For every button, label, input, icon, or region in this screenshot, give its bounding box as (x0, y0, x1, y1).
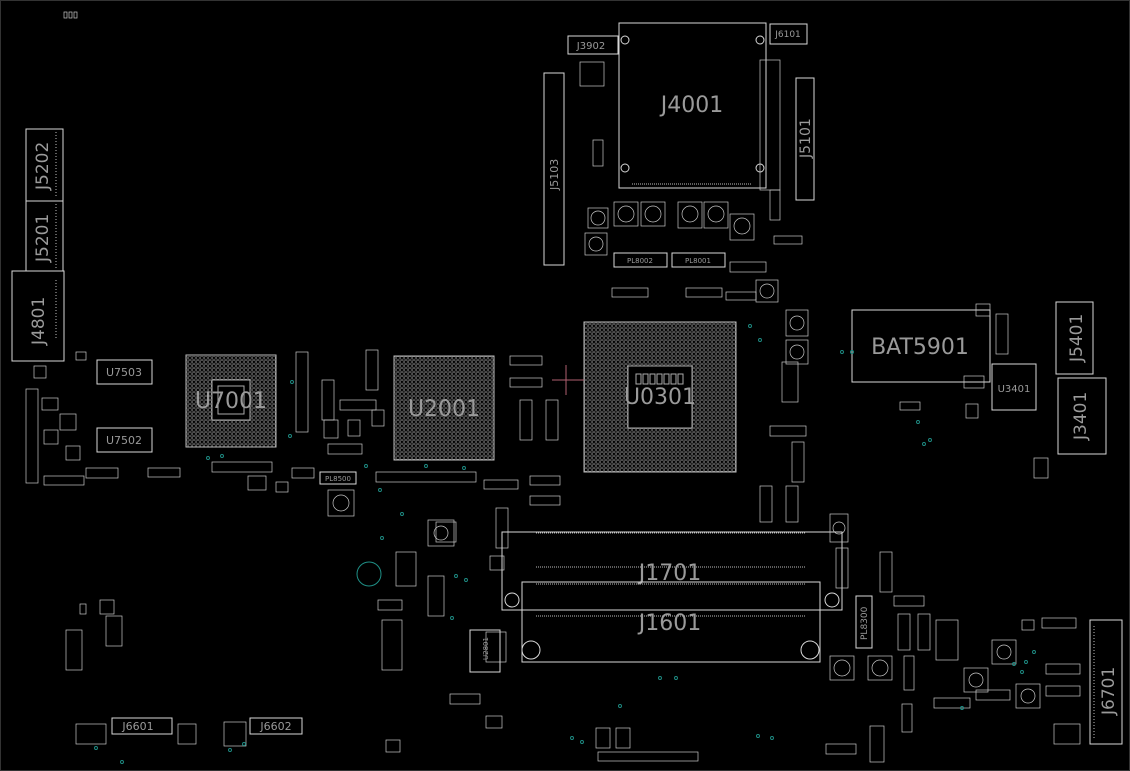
label-j5401: J5401 (1067, 314, 1087, 363)
connector-j3401[interactable]: J3401 (1057, 377, 1107, 455)
corner-marker (63, 11, 78, 19)
chip-u2801[interactable]: U2801 (469, 629, 501, 673)
label-u7503: U7503 (106, 366, 142, 379)
dimm-slot-j1701[interactable]: J1701 (501, 531, 843, 611)
label-u2801: U2801 (482, 637, 490, 660)
chip-u7001[interactable]: U7001 (185, 354, 277, 448)
battery-bat5901[interactable]: BAT5901 (851, 303, 991, 389)
connector-j5202[interactable]: J5202 (25, 128, 64, 202)
connector-j4801[interactable]: J4801 (11, 270, 65, 362)
label-j6701: J6701 (1099, 667, 1119, 716)
inductor-pl8300[interactable]: PL8300 (855, 595, 873, 649)
label-j5101: J5101 (798, 118, 814, 159)
label-j6601: J6601 (121, 720, 153, 733)
parts-cluster-top (579, 59, 803, 303)
connector-j6101[interactable]: J6101 (769, 23, 808, 45)
inductor-pl8500[interactable]: PL8500 (319, 471, 357, 485)
label-u3401: U3401 (998, 384, 1031, 395)
connector-j4001[interactable]: J4001 (618, 22, 767, 189)
parts-cluster-middle (211, 349, 699, 762)
dimm-slot-j1601[interactable]: J1601 (521, 581, 821, 663)
label-j3401: J3401 (1071, 392, 1091, 441)
inductor-pl8002[interactable]: PL8002 (613, 252, 668, 268)
label-j3902: J3902 (576, 41, 605, 52)
connector-j6602[interactable]: J6602 (249, 717, 303, 735)
connector-j6601[interactable]: J6601 (111, 717, 173, 735)
label-j5103: J5103 (548, 159, 561, 191)
label-u2001: U2001 (408, 397, 480, 422)
trace-segment (552, 365, 584, 395)
parts-cluster-right (759, 309, 1081, 763)
chip-u7503[interactable]: U7503 (96, 359, 153, 385)
label-j6602: J6602 (259, 720, 291, 733)
label-j4001: J4001 (659, 93, 723, 118)
label-pl8500: PL8500 (325, 475, 351, 483)
label-j5202: J5202 (33, 142, 53, 191)
mounting-hole (356, 561, 382, 587)
label-pl8002: PL8002 (627, 257, 653, 265)
vias (94, 324, 1036, 764)
label-pl8300: PL8300 (860, 606, 870, 640)
connector-j5401[interactable]: J5401 (1055, 301, 1094, 375)
label-u7001: U7001 (195, 389, 267, 414)
connector-j6701[interactable]: J6701 (1089, 619, 1123, 745)
label-j4801: J4801 (29, 297, 49, 346)
connector-j3902[interactable]: J3902 (567, 35, 619, 55)
label-bat5901: BAT5901 (871, 335, 969, 360)
label-j1601: J1601 (637, 611, 701, 636)
label-j5201: J5201 (33, 214, 53, 263)
label-j6101: J6101 (774, 30, 801, 40)
label-pl8001: PL8001 (685, 257, 711, 265)
parts-cluster-left (25, 351, 181, 486)
connector-j5201[interactable]: J5201 (25, 200, 64, 272)
chip-u2001[interactable]: U2001 (393, 355, 495, 461)
label-u7502: U7502 (106, 434, 142, 447)
inductor-pl8001[interactable]: PL8001 (671, 252, 726, 268)
chip-u0301[interactable]: U0301 (583, 321, 737, 473)
connector-j5103[interactable]: J5103 (543, 72, 565, 266)
chip-u3401[interactable]: U3401 (991, 363, 1037, 411)
connector-j5101[interactable]: J5101 (795, 77, 815, 201)
parts-cluster-bottom-left (65, 599, 247, 747)
chip-u7502[interactable]: U7502 (96, 427, 153, 453)
label-u0301: U0301 (624, 385, 696, 410)
